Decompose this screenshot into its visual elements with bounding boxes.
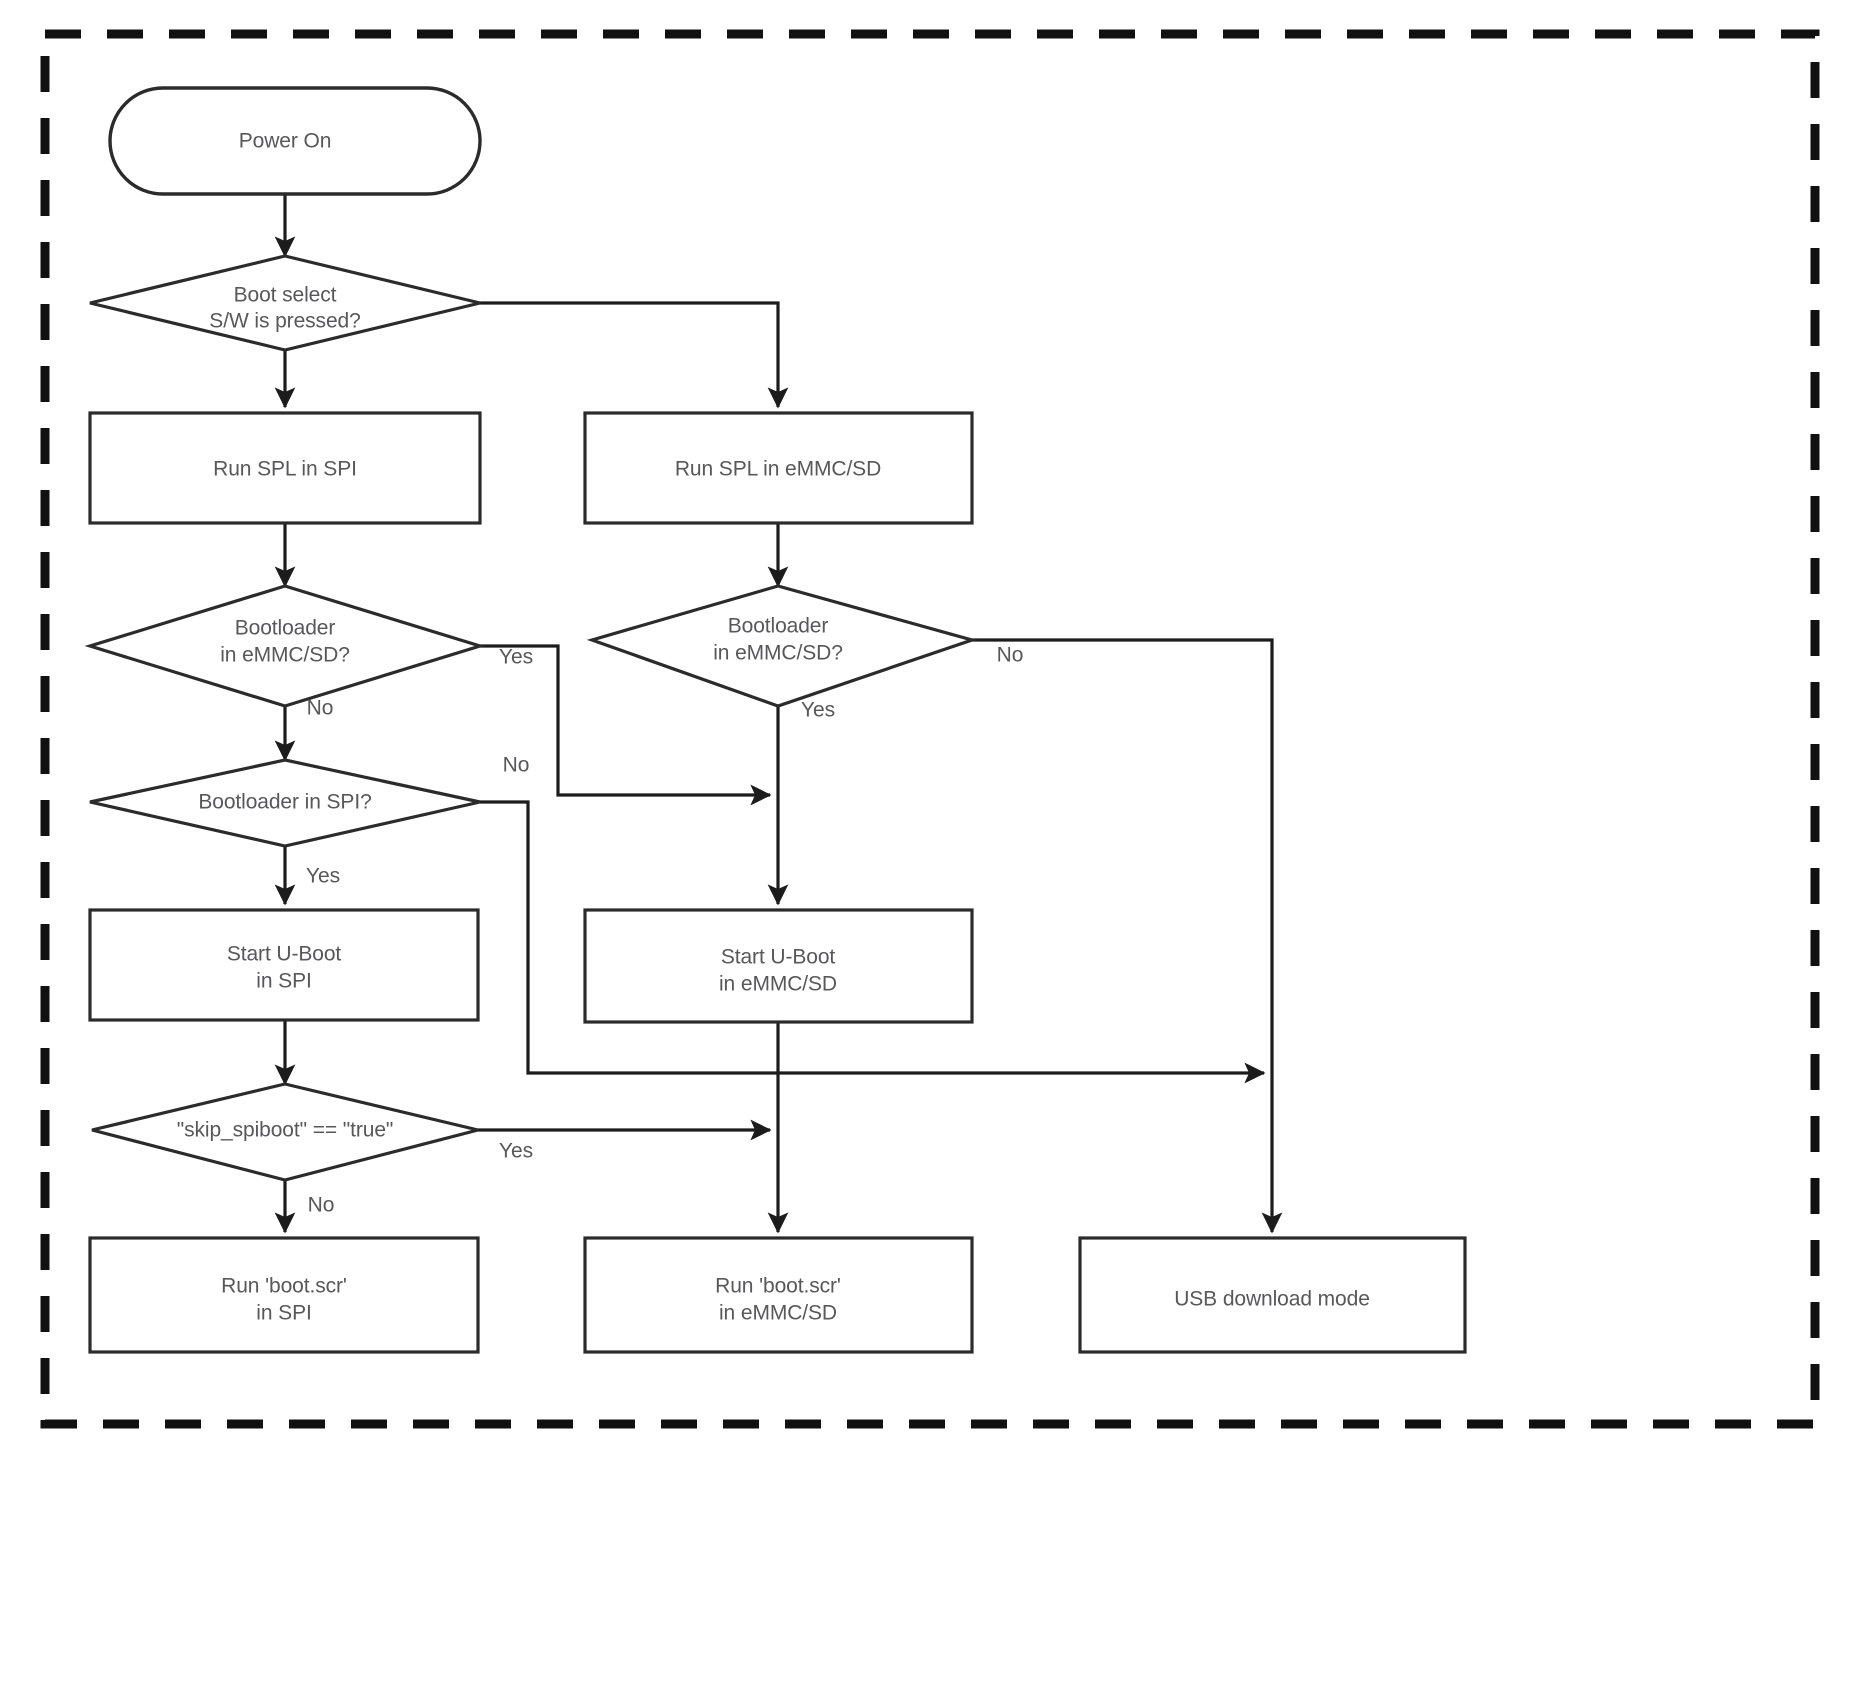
run-spl-emmc-label: Run SPL in eMMC/SD	[675, 458, 881, 481]
bootloader-spi-shape	[89, 758, 481, 848]
bootloader-emmc-right-label-line1: Bootloader	[728, 615, 829, 638]
boot-select-label-line1: Boot select	[234, 284, 337, 307]
node-run-spl-spi[interactable]: Run SPL in SPI	[88, 411, 482, 525]
run-spl-spi-label: Run SPL in SPI	[213, 458, 357, 481]
start-uboot-spi-label-line1: Start U-Boot	[227, 943, 342, 966]
node-bootloader-emmc-right[interactable]: Bootloader in eMMC/SD?	[586, 584, 978, 708]
start-uboot-emmc-shape	[583, 908, 974, 1024]
boot-select-label-line2: S/W is pressed?	[209, 310, 360, 333]
skip-spiboot-label: "skip_spiboot" == "true"	[177, 1119, 394, 1142]
edge-label-bl-spi-no: No	[503, 754, 530, 777]
edge-label-bl-emmc-left-yes: Yes	[499, 646, 533, 669]
node-boot-select[interactable]: Boot select S/W is pressed?	[89, 254, 481, 352]
edge-bl-emmc-right-no	[972, 638, 1283, 1234]
skip-spiboot-shape	[91, 1082, 479, 1182]
run-bootscr-emmc-label-line1: Run 'boot.scr'	[715, 1275, 841, 1298]
edge-label-bl-emmc-left-no: No	[307, 697, 334, 720]
start-uboot-emmc-label-line2: in eMMC/SD	[719, 973, 837, 996]
bootloader-emmc-left-shape	[84, 584, 486, 708]
edge-boot-select-to-spl-emmc	[480, 301, 789, 409]
run-spl-emmc-shape	[583, 411, 974, 525]
start-uboot-spi-label-line2: in SPI	[256, 970, 311, 993]
edge-label-bl-spi-yes: Yes	[306, 865, 340, 888]
boot-select-shape	[89, 254, 481, 352]
run-spl-spi-shape	[88, 411, 482, 525]
power-on-label: Power On	[239, 130, 332, 153]
usb-download-mode-shape	[1078, 1236, 1467, 1354]
bootloader-emmc-right-shape	[586, 584, 978, 708]
node-run-bootscr-emmc[interactable]: Run 'boot.scr' in eMMC/SD	[583, 1236, 974, 1354]
run-bootscr-emmc-shape	[583, 1236, 974, 1354]
edge-labels: Yes No No Yes No Yes Yes No	[306, 644, 1024, 1217]
dashed-boundary	[40, 29, 1820, 1429]
start-uboot-spi-shape	[88, 908, 480, 1022]
bootloader-emmc-left-label-line1: Bootloader	[235, 617, 336, 640]
node-skip-spiboot[interactable]: "skip_spiboot" == "true"	[91, 1082, 479, 1182]
start-uboot-emmc-label-line1: Start U-Boot	[721, 946, 836, 969]
bootloader-emmc-right-label-line2: in eMMC/SD?	[713, 642, 843, 665]
edge-label-skip-yes: Yes	[499, 1140, 533, 1163]
run-bootscr-spi-shape	[88, 1236, 480, 1354]
edge-bl-spi-no	[480, 800, 1266, 1084]
connectors	[274, 192, 1283, 1234]
bootloader-emmc-left-label-line2: in eMMC/SD?	[220, 644, 350, 667]
edge-bl-emmc-left-yes	[480, 644, 772, 806]
node-power-on[interactable]: Power On	[108, 86, 482, 196]
run-bootscr-spi-label-line2: in SPI	[256, 1302, 311, 1325]
edge-label-skip-no: No	[308, 1194, 335, 1217]
node-bootloader-spi[interactable]: Bootloader in SPI?	[89, 758, 481, 848]
node-start-uboot-emmc[interactable]: Start U-Boot in eMMC/SD	[583, 908, 974, 1024]
node-start-uboot-spi[interactable]: Start U-Boot in SPI	[88, 908, 480, 1022]
node-run-bootscr-spi[interactable]: Run 'boot.scr' in SPI	[88, 1236, 480, 1354]
run-bootscr-emmc-label-line2: in eMMC/SD	[719, 1302, 837, 1325]
node-usb-download-mode[interactable]: USB download mode	[1078, 1236, 1467, 1354]
run-bootscr-spi-label-line1: Run 'boot.scr'	[221, 1275, 347, 1298]
node-bootloader-emmc-left[interactable]: Bootloader in eMMC/SD?	[84, 584, 486, 708]
edge-label-bl-emmc-right-no: No	[997, 644, 1024, 667]
power-on-shape	[108, 86, 482, 196]
edge-label-bl-emmc-right-yes: Yes	[801, 699, 835, 722]
bootloader-spi-label: Bootloader in SPI?	[198, 791, 371, 814]
usb-download-mode-label: USB download mode	[1174, 1288, 1370, 1311]
node-run-spl-emmc[interactable]: Run SPL in eMMC/SD	[583, 411, 974, 525]
